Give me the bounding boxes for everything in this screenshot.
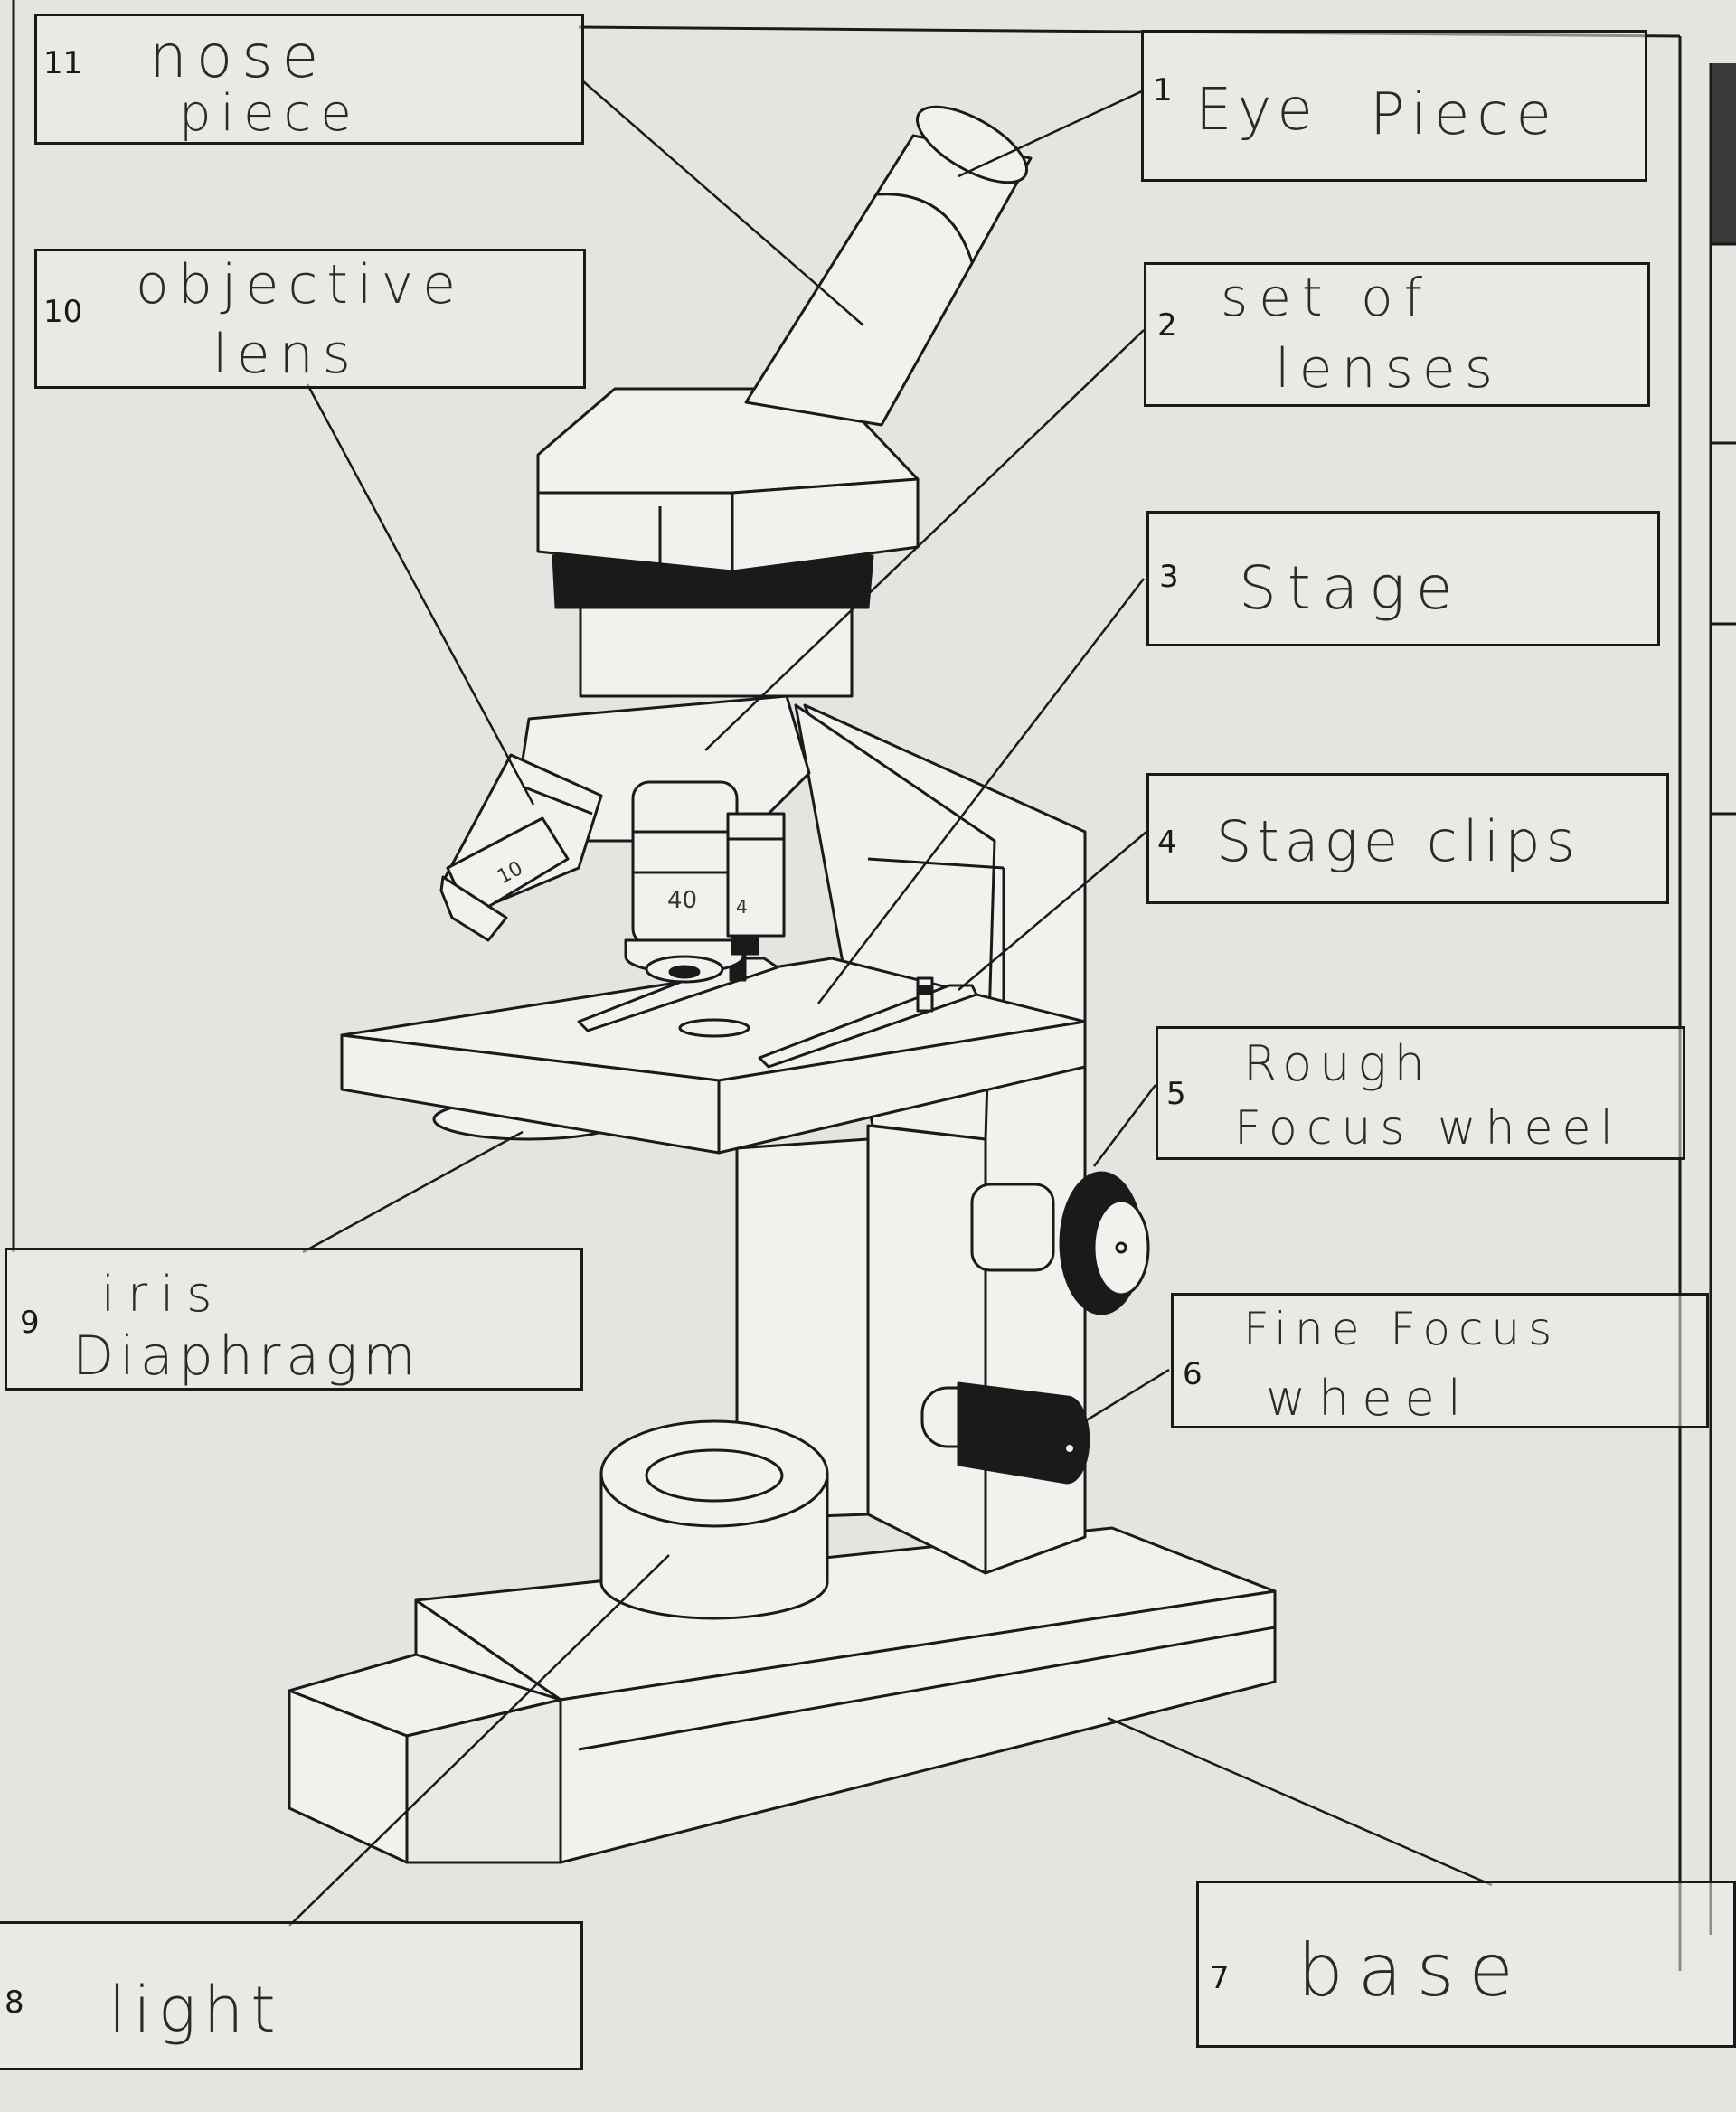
label-number-4: 4 <box>1157 825 1177 861</box>
label-text-10-line1[interactable]: objective <box>136 253 465 316</box>
eyepiece-top <box>915 105 1029 184</box>
objective-40x <box>624 780 745 984</box>
label-box-2 <box>1144 262 1650 407</box>
label-number-8: 8 <box>5 1985 24 2021</box>
label-text-11-line2[interactable]: piece <box>179 84 361 143</box>
eyepiece-tube <box>744 134 1033 427</box>
label-box-5 <box>1156 1026 1685 1160</box>
coarse-focus-knob <box>970 1171 1150 1315</box>
label-text-6-line1[interactable]: Fine Focus <box>1243 1303 1561 1355</box>
label-text-1-line2[interactable]: Piece <box>1370 81 1559 148</box>
microscope <box>288 105 1277 1864</box>
label-text-11-line1[interactable]: nose <box>149 22 328 91</box>
objective-mark-40: 40 <box>667 887 697 914</box>
label-box-3 <box>1146 511 1660 646</box>
label-box-1 <box>1141 30 1647 182</box>
label-text-5-line1[interactable]: Rough <box>1243 1035 1432 1092</box>
label-box-11 <box>34 14 584 145</box>
label-text-9-line2[interactable]: Diaphragm <box>72 1325 421 1388</box>
label-text-4[interactable]: Stage clips <box>1216 808 1580 874</box>
label-text-5-line2[interactable]: Focus wheel <box>1234 1101 1622 1155</box>
label-text-1-line1[interactable]: Eye <box>1195 77 1318 144</box>
label-text-3[interactable]: Stage <box>1239 553 1464 623</box>
leader-lines <box>288 80 1493 1927</box>
label-text-6-line2[interactable]: wheel <box>1266 1370 1474 1427</box>
label-number-9: 9 <box>20 1305 40 1341</box>
label-number-11: 11 <box>43 45 83 81</box>
label-number-10: 10 <box>43 294 83 330</box>
label-box-9 <box>5 1248 583 1391</box>
fine-focus-knob <box>920 1381 1090 1485</box>
label-text-7[interactable]: base <box>1297 1928 1528 2013</box>
stage-pillar <box>735 1137 870 1521</box>
head-right <box>731 477 920 573</box>
label-number-2: 2 <box>1157 307 1177 344</box>
label-text-2-line1[interactable]: set of <box>1221 267 1433 328</box>
label-number-6: 6 <box>1183 1356 1203 1392</box>
body-block <box>579 604 854 698</box>
stage-aperture <box>678 1018 750 1038</box>
label-number-7: 7 <box>1210 1960 1230 1996</box>
arm-front-pillar <box>866 1124 987 1575</box>
label-box-10 <box>34 249 586 389</box>
label-box-6 <box>1171 1293 1709 1428</box>
label-text-8[interactable]: light <box>108 1973 283 2047</box>
label-number-1: 1 <box>1153 72 1173 108</box>
stage-right <box>717 1020 1087 1155</box>
label-box-4 <box>1146 773 1669 904</box>
label-text-2-line2[interactable]: lenses <box>1275 337 1503 401</box>
adjacent-table-fragment <box>1709 63 1736 1935</box>
label-text-9-line1[interactable]: iris <box>101 1266 225 1323</box>
label-box-8 <box>0 1921 583 2070</box>
label-number-5: 5 <box>1166 1076 1186 1112</box>
objective-4x <box>726 812 786 956</box>
objective-10x <box>439 753 603 942</box>
label-text-10-line2[interactable]: lens <box>212 323 360 386</box>
objective-mark-4: 4 <box>736 896 748 918</box>
label-box-7 <box>1196 1881 1736 2048</box>
label-number-3: 3 <box>1159 559 1179 595</box>
